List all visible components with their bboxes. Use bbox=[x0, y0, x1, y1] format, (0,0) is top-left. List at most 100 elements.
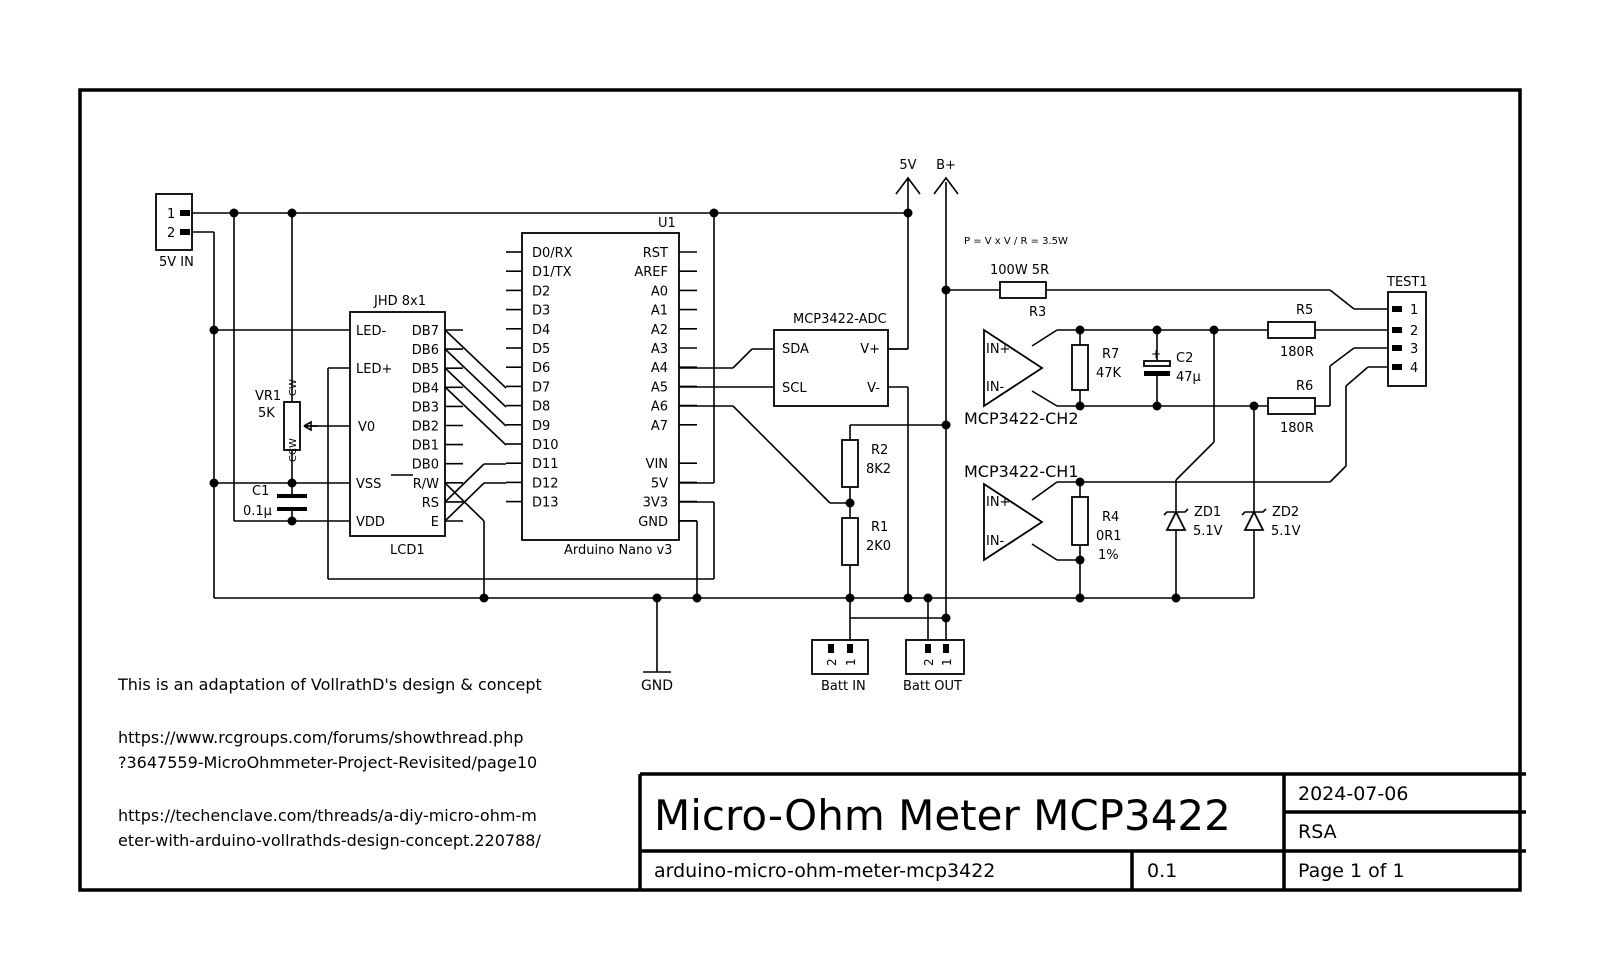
zd1-ref: ZD1 bbox=[1194, 505, 1221, 520]
lcd-pin-led-minus: LED- bbox=[356, 324, 386, 339]
vr1-cw: CW bbox=[288, 379, 299, 396]
r1-value: 2K0 bbox=[866, 539, 891, 554]
batt-out-pin-2: 2 bbox=[922, 658, 936, 666]
title-block: Micro-Ohm Meter MCP3422 2024-07-06 RSA a… bbox=[638, 772, 1526, 890]
vr1-ccw: CCW bbox=[288, 438, 299, 462]
r4-resistor: R4 0R1 1% bbox=[1071, 496, 1122, 563]
lcd-right-pin-label: RS bbox=[422, 496, 439, 511]
vr1-potentiometer: VR1 5K CW CCW bbox=[255, 379, 318, 462]
r5-value: 180R bbox=[1280, 345, 1314, 360]
nano-right-pin-label: A4 bbox=[651, 361, 668, 376]
lcd-module: JHD 8x1 LCD1 LED- LED+ V0 VSS VDD DB7DB6… bbox=[349, 294, 463, 558]
lcd-right-pin-label: DB5 bbox=[412, 362, 439, 377]
zd2-zener: ZD2 5.1V bbox=[1241, 505, 1301, 539]
r2-resistor: R2 8K2 bbox=[841, 439, 891, 488]
lcd-right-pin-label: R/W bbox=[413, 477, 439, 492]
power-formula: P = V x V / R = 3.5W bbox=[964, 236, 1068, 247]
lcd-right-pin-label: DB6 bbox=[412, 343, 439, 358]
batt-in-connector: 2 1 Batt IN bbox=[811, 639, 869, 694]
lcd-name: JHD 8x1 bbox=[373, 294, 426, 309]
power-gnd-label: GND bbox=[641, 678, 673, 694]
r6-ref: R6 bbox=[1296, 379, 1313, 394]
nano-left-pin-label: D13 bbox=[532, 496, 559, 511]
r4-ref: R4 bbox=[1102, 510, 1119, 525]
lcd-pin-v0: V0 bbox=[358, 420, 375, 435]
mcp3422-adc: MCP3422-ADC SDA SCL V+ V- bbox=[773, 312, 908, 407]
r6-resistor: R6 180R bbox=[1267, 379, 1316, 436]
notes: This is an adaptation of VollrathD's des… bbox=[117, 675, 542, 850]
nano-right-pin-label: GND bbox=[638, 515, 668, 530]
batt-in-ref: Batt IN bbox=[821, 679, 866, 694]
adc-pin-sda: SDA bbox=[782, 342, 809, 357]
link-2-line-1: https://techenclave.com/threads/a-diy-mi… bbox=[118, 806, 537, 825]
connector-5v-in-pin-1: 1 bbox=[167, 207, 175, 222]
nano-right-pin-label: A3 bbox=[651, 342, 668, 357]
c1-capacitor: C1 0.1µ bbox=[243, 484, 307, 519]
lcd-pin-vdd: VDD bbox=[356, 515, 385, 530]
ch1-in-plus: IN+ bbox=[986, 495, 1010, 510]
r2-ref: R2 bbox=[871, 443, 888, 458]
nano-left-pin-label: D10 bbox=[532, 438, 559, 453]
nano-name: Arduino Nano v3 bbox=[564, 543, 672, 558]
r1-ref: R1 bbox=[871, 520, 888, 535]
power-bplus-label: B+ bbox=[936, 158, 956, 173]
r5-resistor: R5 180R bbox=[1267, 303, 1316, 360]
batt-in-pin-2: 2 bbox=[825, 658, 839, 666]
title-text: Micro-Ohm Meter MCP3422 bbox=[654, 791, 1231, 840]
ch2-in-plus: IN+ bbox=[986, 342, 1010, 357]
c2-ref: C2 bbox=[1176, 351, 1193, 366]
nano-left-pin-label: D0/RX bbox=[532, 246, 573, 261]
revision-text: 0.1 bbox=[1147, 860, 1177, 882]
ch2-name: MCP3422-CH2 bbox=[964, 409, 1079, 428]
lcd-right-pin-label: DB0 bbox=[412, 458, 439, 473]
nano-right-pin-label: A1 bbox=[651, 304, 668, 319]
nano-left-pin-label: D3 bbox=[532, 304, 550, 319]
nano-left-pin-label: D8 bbox=[532, 400, 550, 415]
test1-pin-3: 3 bbox=[1410, 342, 1418, 357]
power-bplus-symbol: B+ bbox=[933, 158, 959, 195]
zd2-ref: ZD2 bbox=[1272, 505, 1299, 520]
batt-out-pin-1: 1 bbox=[940, 658, 954, 666]
c2-value: 47µ bbox=[1176, 370, 1201, 385]
lcd-right-pin-label: DB4 bbox=[412, 381, 439, 396]
test1-pin-2: 2 bbox=[1410, 324, 1418, 339]
nano-right-pin-label: RST bbox=[643, 246, 668, 261]
batt-out-ref: Batt OUT bbox=[903, 679, 962, 694]
nano-left-pin-label: D9 bbox=[532, 419, 550, 434]
nano-right-pin-label: A7 bbox=[651, 419, 668, 434]
batt-out-connector: 2 1 Batt OUT bbox=[903, 639, 965, 694]
nano-right-pin-label: 5V bbox=[651, 476, 668, 491]
adc-pin-vminus: V- bbox=[867, 381, 880, 396]
r7-value: 47K bbox=[1096, 366, 1122, 381]
page-text: Page 1 of 1 bbox=[1298, 860, 1405, 882]
zd2-value: 5.1V bbox=[1271, 524, 1301, 539]
lcd-right-pin-label: DB7 bbox=[412, 324, 439, 339]
ch1-in-minus: IN- bbox=[986, 534, 1005, 549]
lcd-right-pin-label: E bbox=[431, 515, 439, 530]
c1-value: 0.1µ bbox=[243, 504, 272, 519]
nano-left-pin-label: D5 bbox=[532, 342, 550, 357]
r5-ref: R5 bbox=[1296, 303, 1313, 318]
ch1-opamp: IN+ IN- MCP3422-CH1 bbox=[964, 462, 1079, 562]
zd1-zener: ZD1 5.1V bbox=[1163, 505, 1223, 539]
lcd-pin-vss: VSS bbox=[356, 477, 381, 492]
r6-value: 180R bbox=[1280, 421, 1314, 436]
attribution-note: This is an adaptation of VollrathD's des… bbox=[117, 675, 542, 694]
test1-connector: 1 2 3 4 TEST1 bbox=[1386, 275, 1428, 387]
c1-ref: C1 bbox=[252, 484, 269, 499]
r7-resistor: R7 47K bbox=[1071, 344, 1122, 391]
connector-5v-in-ref: 5V IN bbox=[159, 255, 194, 270]
nano-left-pin-label: D11 bbox=[532, 457, 559, 472]
link-2-line-2: eter-with-arduino-vollrathds-design-conc… bbox=[118, 831, 541, 850]
adc-name: MCP3422-ADC bbox=[793, 312, 887, 327]
nano-left-pin-label: D7 bbox=[532, 380, 550, 395]
lcd-right-pin-label: DB3 bbox=[412, 400, 439, 415]
r3-value: 100W 5R bbox=[990, 263, 1049, 278]
power-5v-label: 5V bbox=[899, 158, 916, 173]
lcd-pin-led-plus: LED+ bbox=[356, 362, 392, 377]
lcd-right-pin-label: DB1 bbox=[412, 439, 439, 454]
test1-pin-1: 1 bbox=[1410, 303, 1418, 318]
c2-capacitor: + C2 47µ bbox=[1143, 347, 1201, 385]
r4-value: 0R1 bbox=[1096, 529, 1122, 544]
nano-right-pin-label: A2 bbox=[651, 323, 668, 338]
